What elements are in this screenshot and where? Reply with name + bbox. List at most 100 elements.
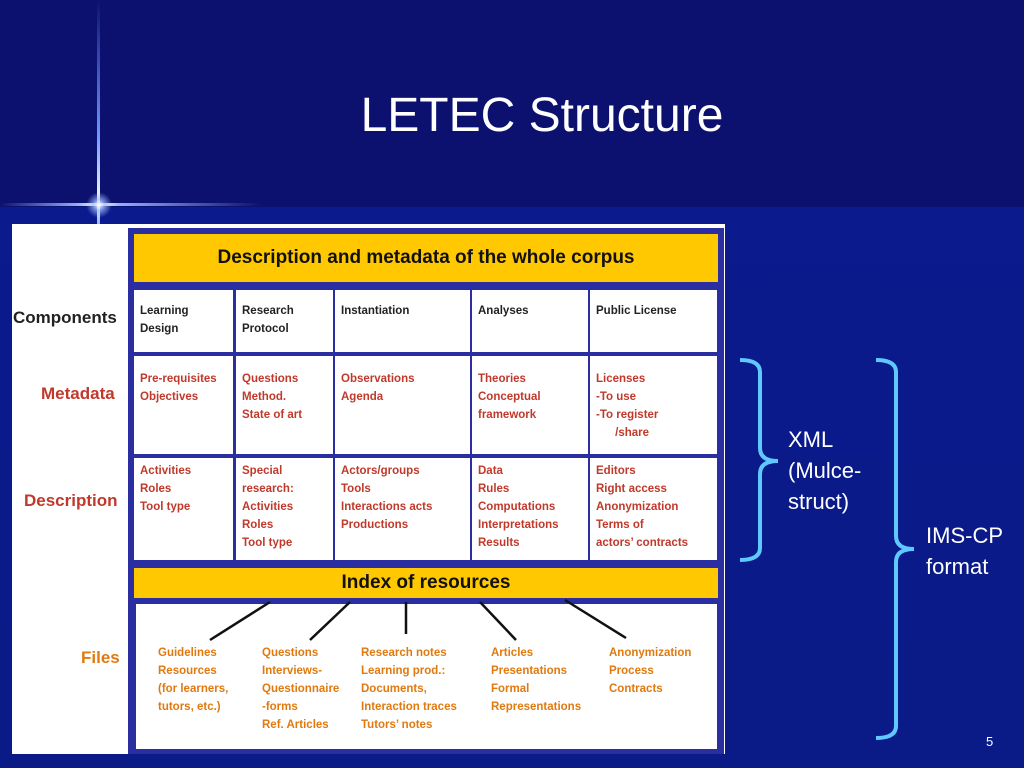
files-item: Representations — [491, 701, 582, 713]
xml-line: XML — [788, 427, 834, 452]
metadata-cell-text: -To use — [596, 391, 637, 403]
files-item: -forms — [262, 701, 298, 713]
metadata-cell-text: Observations — [341, 373, 415, 385]
description-cell-text: Terms of — [596, 519, 644, 531]
row-label-files: Files — [81, 648, 120, 667]
components-cell-text: Learning — [140, 305, 189, 317]
files-item: Learning prod.: — [361, 665, 446, 677]
components-cell-text: Research — [242, 305, 294, 317]
description-cell-text: Rules — [478, 483, 510, 495]
description-cell-text: Anonymization — [596, 501, 679, 513]
description-cell-text: Data — [478, 465, 503, 477]
files-item: Documents, — [361, 683, 427, 695]
files-item: Guidelines — [158, 647, 217, 659]
description-cell-text: Interactions acts — [341, 501, 433, 513]
slide-header-background — [0, 0, 1024, 207]
xml-line: struct) — [788, 489, 850, 514]
connector-line — [564, 598, 627, 640]
ims-annotation: IMS-CP format — [926, 520, 1003, 582]
description-cell-text: Productions — [341, 519, 409, 531]
files-area — [136, 604, 717, 749]
files-item: Tutors’ notes — [361, 719, 433, 731]
components-cell-text: Analyses — [478, 305, 529, 317]
files-item: tutors, etc.) — [158, 701, 221, 713]
light-flare-vertical — [97, 0, 100, 225]
description-cell-text: Roles — [140, 483, 172, 495]
files-item: Presentations — [491, 665, 568, 677]
description-cell-text: Right access — [596, 483, 667, 495]
xml-line: (Mulce- — [788, 458, 862, 483]
metadata-cell-text: Agenda — [341, 391, 384, 403]
files-item: Process — [609, 665, 654, 677]
light-flare-glow — [86, 192, 112, 218]
files-item: Anonymization — [609, 647, 692, 659]
metadata-cell-text: Theories — [478, 373, 526, 385]
connector-line — [479, 601, 517, 641]
components-cell: Public License — [590, 290, 717, 352]
connector-line — [309, 601, 351, 641]
corpus-metadata-header: Description and metadata of the whole co… — [132, 232, 720, 284]
files-item: Interviews- — [262, 665, 323, 677]
files-item: Research notes — [361, 647, 447, 659]
files-item: Interaction traces — [361, 701, 457, 713]
description-cell-text: research: — [242, 483, 294, 495]
files-item: Resources — [158, 665, 217, 677]
description-cell-text: actors’ contracts — [596, 537, 689, 549]
metadata-cell: Licenses-To use-To register /share — [590, 356, 717, 454]
files-item: Formal — [491, 683, 530, 695]
files-item: (for learners, — [158, 683, 229, 695]
light-flare-horizontal — [0, 203, 260, 206]
components-cell-text: Instantiation — [341, 305, 410, 317]
row-label-description: Description — [24, 491, 118, 510]
files-item: Contracts — [609, 683, 663, 695]
description-cell-text: Tools — [341, 483, 371, 495]
description-cell-text: Computations — [478, 501, 556, 513]
description-cell-text: Tool type — [242, 537, 293, 549]
connector-line — [209, 600, 271, 642]
metadata-cell-text: -To register — [596, 409, 659, 421]
xml-brace — [739, 358, 779, 562]
files-item: Articles — [491, 647, 534, 659]
metadata-cell-text: Method. — [242, 391, 287, 403]
metadata-cell-text: Licenses — [596, 373, 646, 385]
files-item: Questions — [262, 647, 319, 659]
metadata-cell-text: Objectives — [140, 391, 199, 403]
description-cell-text: Special — [242, 465, 283, 477]
description-cell-text: Tool type — [140, 501, 191, 513]
files-item: Questionnaire — [262, 683, 340, 695]
description-cell-text: Roles — [242, 519, 274, 531]
metadata-cell-text: Conceptual — [478, 391, 541, 403]
ims-brace — [875, 358, 915, 740]
slide-title: LETEC Structure — [360, 89, 724, 142]
metadata-cell-text: Pre-requisites — [140, 373, 217, 385]
row-label-components: Components — [13, 308, 117, 327]
components-cell-text: Design — [140, 323, 179, 335]
components-cell-text: Protocol — [242, 323, 289, 335]
metadata-cell-text: framework — [478, 409, 537, 421]
components-cell: Analyses — [472, 290, 588, 352]
description-cell-text: Editors — [596, 465, 636, 477]
row-label-metadata: Metadata — [41, 384, 115, 403]
ims-line: IMS-CP — [926, 523, 1003, 548]
metadata-cell-text: Questions — [242, 373, 299, 385]
page-number: 5 — [986, 734, 994, 749]
description-cell-text: Activities — [242, 501, 294, 513]
description-cell-text: Interpretations — [478, 519, 559, 531]
